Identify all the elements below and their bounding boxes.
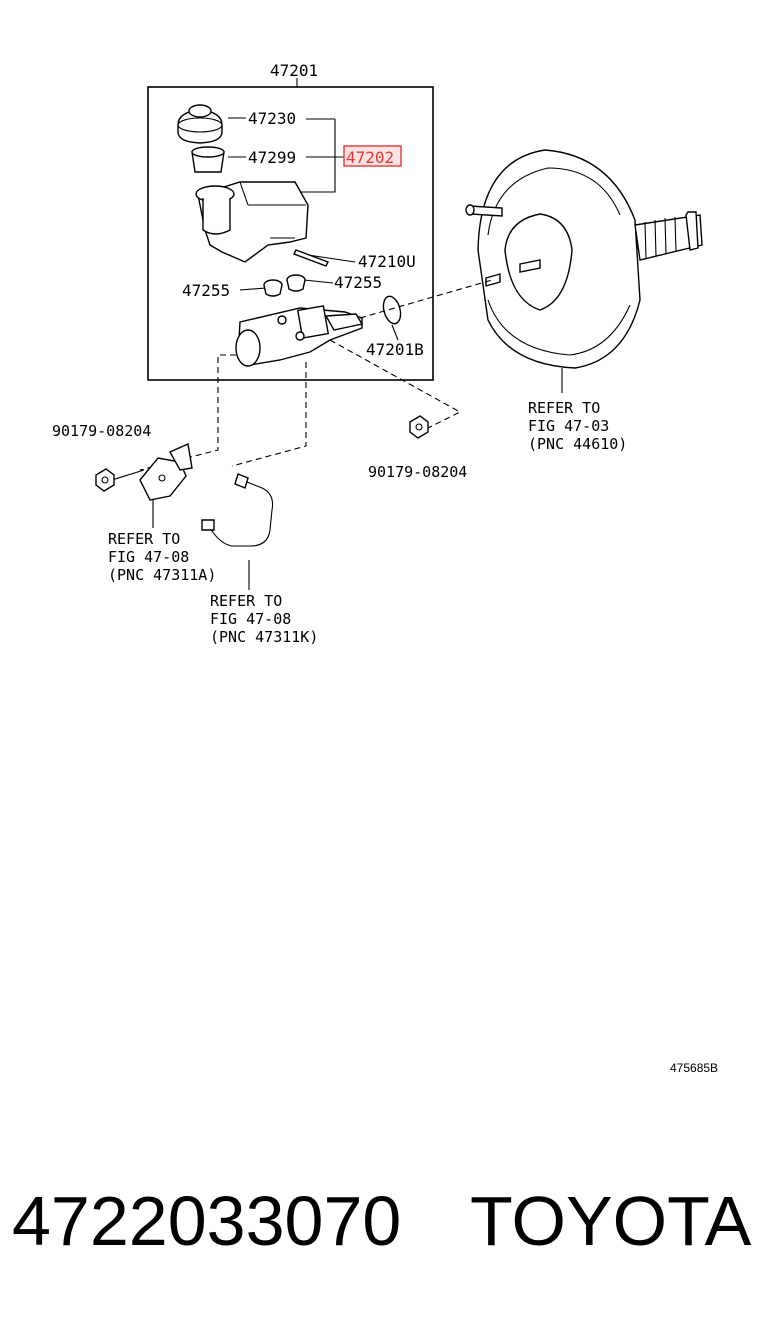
nut-left-icon: [95, 468, 115, 492]
tube-ref-line-3: (PNC 47311K): [210, 628, 318, 646]
tube-ref-line-1: REFER TO: [210, 592, 282, 610]
label-pin: 47210U: [358, 252, 416, 271]
highlight-box: [343, 145, 402, 167]
grommet-left-icon: [263, 279, 283, 297]
booster-ref-line-2: FIG 47-03: [528, 417, 609, 435]
booster-reference: REFER TO FIG 47-03 (PNC 44610): [528, 399, 627, 453]
label-grommet-right: 47255: [334, 273, 382, 292]
assembly-frame: [147, 86, 434, 381]
diagram-code: 475685B: [670, 1061, 719, 1075]
label-oring: 47201B: [366, 340, 424, 359]
tube-ref-line-2: FIG 47-08: [210, 610, 291, 628]
master-cylinder-icon: [235, 305, 364, 367]
brake-tube-icon: [201, 473, 274, 547]
booster-ref-line-1: REFER TO: [528, 399, 600, 417]
grommet-right-icon: [286, 274, 306, 292]
label-nut-right: 90179-08204: [368, 463, 467, 481]
tube-reference: REFER TO FIG 47-08 (PNC 47311K): [210, 592, 318, 646]
o-ring-icon: [382, 295, 402, 325]
bracket-ref-line-3: (PNC 47311A): [108, 566, 216, 584]
label-assembly: 47201: [270, 61, 318, 80]
brand-name: TOYOTA: [470, 1182, 752, 1260]
bracket-icon: [139, 442, 193, 501]
pin-icon: [293, 249, 329, 267]
bracket-ref-line-2: FIG 47-08: [108, 548, 189, 566]
label-nut-left: 90179-08204: [52, 422, 151, 440]
booster-ref-line-3: (PNC 44610): [528, 435, 627, 453]
label-grommet-left: 47255: [182, 281, 230, 300]
label-strainer: 47299: [248, 148, 296, 167]
reservoir-tank-icon: [195, 181, 309, 263]
label-cap: 47230: [248, 109, 296, 128]
strainer-icon: [191, 146, 225, 173]
bracket-ref-line-1: REFER TO: [108, 530, 180, 548]
nut-right-icon: [409, 415, 429, 439]
brake-booster-icon: [465, 149, 703, 369]
leader-lines: [111, 117, 563, 590]
reservoir-cap-icon: [177, 104, 223, 144]
part-number: 4722033070: [12, 1182, 402, 1260]
label-reservoir-highlight: 47202: [346, 148, 394, 167]
bracket-reference: REFER TO FIG 47-08 (PNC 47311A): [108, 530, 216, 584]
